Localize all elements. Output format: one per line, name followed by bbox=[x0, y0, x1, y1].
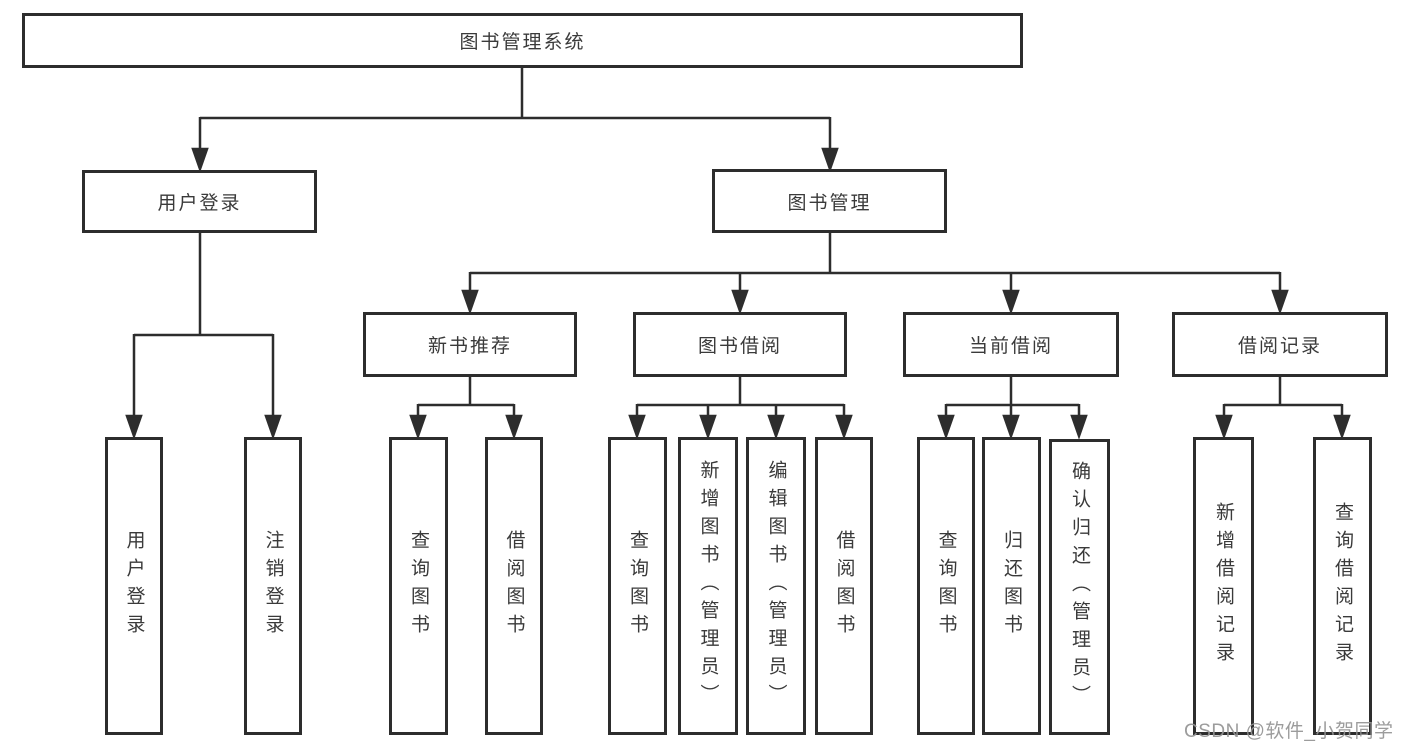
edges-borrow-record-to-leaves bbox=[1215, 377, 1351, 440]
leaf-borrow-book-1: 借阅图书 bbox=[485, 437, 543, 735]
leaf-user-login: 用户登录 bbox=[105, 437, 163, 735]
edges-user-login-to-leaves bbox=[125, 233, 282, 440]
node-root: 图书管理系统 bbox=[22, 13, 1023, 68]
leaf-return-book-label: 归还图书 bbox=[1001, 530, 1022, 642]
edges-book-borrow-to-leaves bbox=[628, 377, 853, 440]
leaf-return-book: 归还图书 bbox=[982, 437, 1041, 735]
leaf-borrow-book-2: 借阅图书 bbox=[815, 437, 873, 735]
leaf-query-record: 查询借阅记录 bbox=[1313, 437, 1372, 735]
leaf-query-book-1: 查询图书 bbox=[389, 437, 448, 735]
node-root-label: 图书管理系统 bbox=[459, 32, 586, 53]
leaf-user-login-label: 用户登录 bbox=[123, 530, 145, 642]
node-new-book-rec: 新书推荐 bbox=[363, 312, 577, 377]
node-book-mgmt: 图书管理 bbox=[712, 169, 947, 233]
leaf-edit-book-label: 编辑图书（管理员） bbox=[765, 460, 787, 712]
leaf-query-book-2-label: 查询图书 bbox=[627, 530, 648, 642]
edges-book-mgmt-to-level3 bbox=[461, 233, 1289, 315]
node-book-mgmt-label: 图书管理 bbox=[787, 192, 872, 214]
node-user-login: 用户登录 bbox=[82, 170, 317, 233]
leaf-borrow-book-2-label: 借阅图书 bbox=[833, 530, 855, 642]
csdn-watermark: CSDN @软件_小贺同学 bbox=[1184, 721, 1394, 742]
node-current-borrow: 当前借阅 bbox=[903, 312, 1119, 377]
leaf-add-record: 新增借阅记录 bbox=[1193, 437, 1254, 735]
node-user-login-label: 用户登录 bbox=[157, 193, 242, 214]
node-new-book-rec-label: 新书推荐 bbox=[427, 336, 512, 357]
leaf-query-book-3-label: 查询图书 bbox=[935, 530, 957, 642]
edges-root-to-level2 bbox=[191, 68, 839, 173]
edges-current-borrow-to-leaves bbox=[937, 377, 1088, 440]
leaf-confirm-return: 确认归还（管理员） bbox=[1049, 439, 1110, 735]
leaf-query-record-label: 查询借阅记录 bbox=[1332, 502, 1353, 670]
edges-new-book-rec-to-leaves bbox=[409, 377, 523, 440]
node-book-borrow-label: 图书借阅 bbox=[697, 336, 782, 357]
leaf-confirm-return-label: 确认归还（管理员） bbox=[1069, 461, 1090, 713]
leaf-query-book-1-label: 查询图书 bbox=[408, 530, 429, 642]
leaf-query-book-3: 查询图书 bbox=[917, 437, 975, 735]
node-current-borrow-label: 当前借阅 bbox=[968, 336, 1053, 357]
leaf-add-book: 新增图书（管理员） bbox=[678, 437, 738, 735]
leaf-edit-book: 编辑图书（管理员） bbox=[746, 437, 806, 735]
leaf-logout: 注销登录 bbox=[244, 437, 302, 735]
node-book-borrow: 图书借阅 bbox=[633, 312, 847, 377]
leaf-add-book-label: 新增图书（管理员） bbox=[697, 460, 719, 712]
leaf-borrow-book-1-label: 借阅图书 bbox=[503, 530, 525, 642]
leaf-query-book-2: 查询图书 bbox=[608, 437, 667, 735]
node-borrow-record: 借阅记录 bbox=[1172, 312, 1388, 377]
leaf-logout-label: 注销登录 bbox=[262, 530, 284, 642]
leaf-add-record-label: 新增借阅记录 bbox=[1213, 502, 1234, 670]
node-borrow-record-label: 借阅记录 bbox=[1237, 336, 1322, 357]
